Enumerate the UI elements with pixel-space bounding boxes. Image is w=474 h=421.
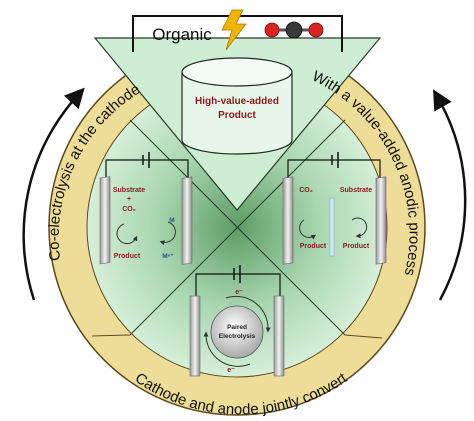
lightning-icon	[221, 9, 247, 51]
ring-divider-left	[91, 334, 131, 337]
left-electrolysis-cell	[99, 152, 193, 265]
right-right-reactant: Substrate	[340, 187, 372, 194]
ring-divider-right	[344, 334, 383, 339]
product-cylinder	[181, 57, 293, 155]
paired-electrolysis-ball	[210, 305, 264, 359]
left-reactant-line2: +	[127, 196, 131, 203]
divider-line-b	[129, 119, 346, 336]
left-metal: M	[169, 217, 174, 224]
right-right-product: Product	[343, 243, 370, 250]
co2-molecule-icon	[264, 21, 324, 39]
organic-label: Organic	[152, 25, 212, 44]
left-reactant-line1: Substrate	[113, 187, 145, 194]
left-reactant-line3: CO₂	[122, 206, 136, 213]
bottom-electron-bottom: e⁻	[227, 367, 235, 374]
product-label-line1: High-value-added	[195, 96, 279, 107]
left-metal-ion: Mⁿ⁺	[162, 253, 174, 260]
right-electrolysis-cell	[282, 152, 387, 265]
bottom-center-line2: Electrolysis	[219, 333, 256, 340]
bottom-electrolysis-cell	[189, 265, 285, 377]
right-left-product: Product	[300, 243, 327, 250]
left-product: Product	[114, 253, 141, 260]
product-label-line2: Product	[218, 110, 256, 121]
right-left-reactant: CO₂	[299, 187, 313, 194]
bottom-electron-top: e⁻	[235, 289, 243, 296]
bottom-center-line1: Paired	[227, 324, 247, 331]
right-cycle-arrow	[433, 89, 467, 301]
left-cycle-arrow	[22, 87, 85, 301]
